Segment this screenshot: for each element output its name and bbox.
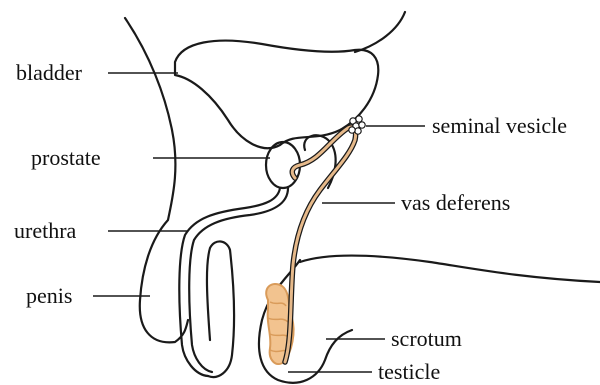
label-seminal-vesicle: seminal vesicle	[432, 113, 567, 138]
penis-outline	[207, 241, 234, 377]
label-penis: penis	[26, 283, 72, 308]
bladder-outline	[175, 41, 378, 149]
thigh-outline	[300, 256, 600, 282]
label-urethra: urethra	[14, 218, 77, 243]
seminal-vesicle-lobe	[349, 127, 355, 133]
urethra-outer	[179, 188, 280, 376]
seminal-vesicle-lobe	[359, 122, 365, 128]
label-prostate: prostate	[31, 145, 101, 170]
label-scrotum: scrotum	[391, 326, 462, 351]
label-vas-deferens: vas deferens	[401, 190, 510, 215]
label-bladder: bladder	[16, 60, 83, 85]
ureter	[355, 12, 405, 52]
label-testicle: testicle	[378, 359, 440, 384]
seminal-vesicle-lobe	[356, 116, 362, 122]
seminal-vesicle-lobe	[355, 128, 361, 134]
